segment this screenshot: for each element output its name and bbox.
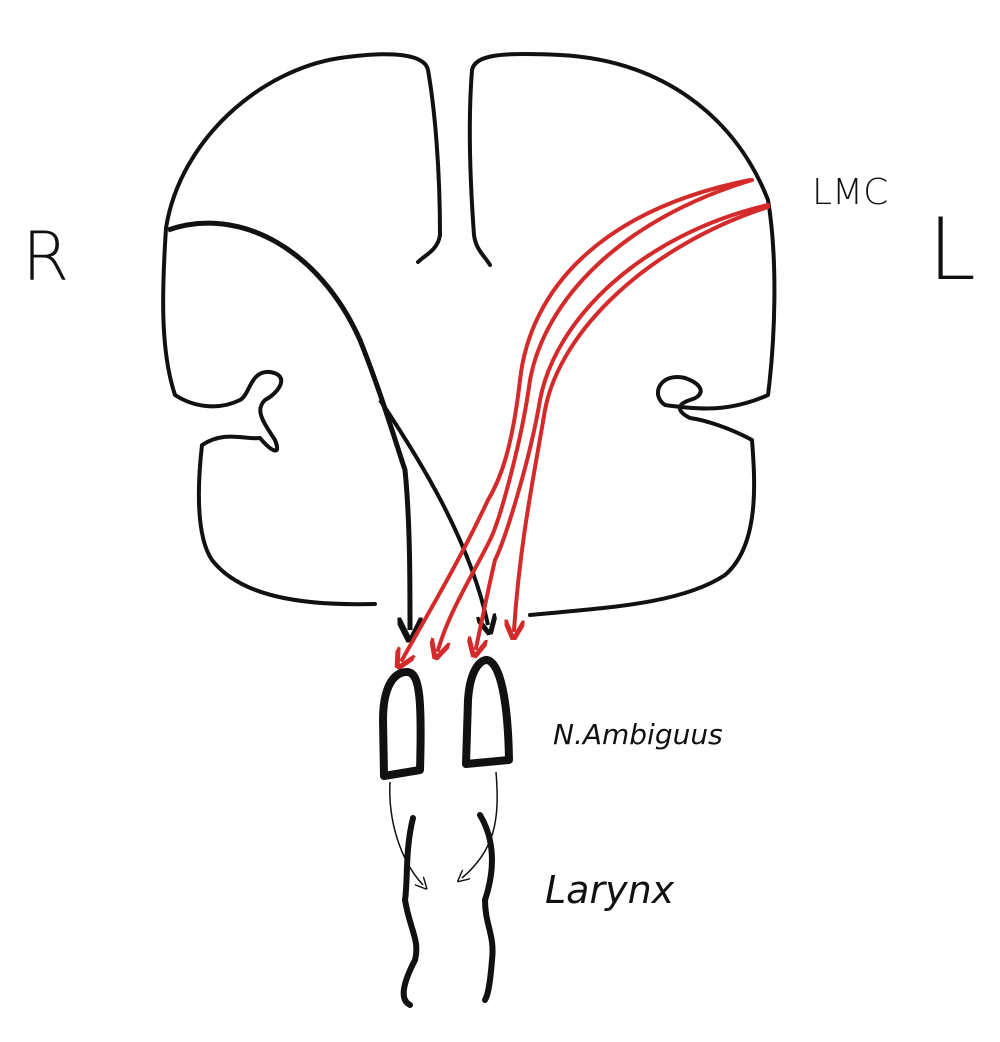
- lmc-tract-2: [438, 178, 754, 650]
- left-vocal-fold: [477, 812, 496, 1003]
- right-nucleus-ambiguus: [379, 668, 425, 780]
- lmc-tracts: [402, 178, 770, 660]
- lmc-label: LMC: [812, 172, 889, 213]
- left-hemisphere-outline: [467, 51, 777, 617]
- right-vagus-nerve: [389, 781, 423, 885]
- lmc-tract-1: [402, 178, 752, 660]
- left-side-label: L: [928, 200, 976, 300]
- right-vocal-fold: [400, 815, 420, 1008]
- right-corticobulbar-tract-branch: [378, 398, 488, 625]
- right-side-label: R: [22, 218, 70, 297]
- right-corticobulbar-tract: [167, 220, 410, 630]
- left-nucleus-ambiguus: [462, 656, 513, 768]
- lmc-tract-4: [514, 205, 770, 630]
- right-hemisphere-outline: [161, 52, 442, 607]
- larynx-label: Larynx: [545, 868, 675, 912]
- lmc-tract-3: [476, 203, 770, 648]
- nucleus-ambiguus-label: N.Ambiguus: [553, 718, 723, 751]
- left-vagus-nerve: [462, 771, 498, 878]
